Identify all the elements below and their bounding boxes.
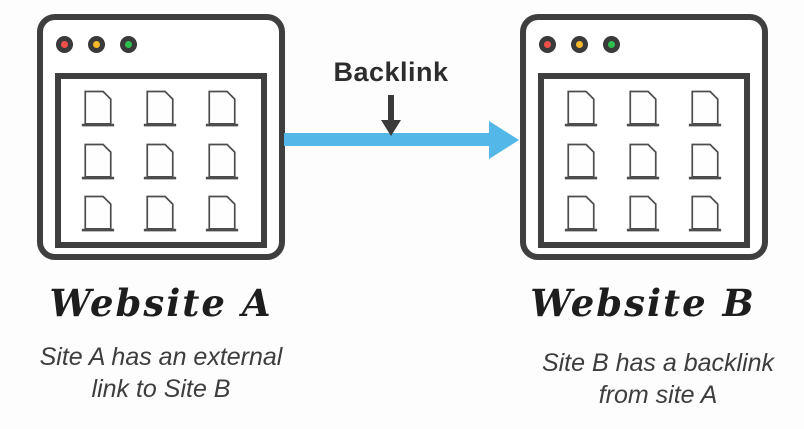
website-b-caption: Site B has a backlink from site A bbox=[512, 347, 804, 411]
page-icon bbox=[143, 87, 177, 130]
page-icon bbox=[205, 143, 239, 179]
page-icon bbox=[205, 90, 239, 127]
backlink-arrow-head-icon bbox=[489, 121, 519, 159]
page-icon bbox=[626, 195, 660, 232]
page-icon bbox=[626, 143, 660, 179]
traffic-lights bbox=[56, 36, 137, 53]
green-dot-icon bbox=[603, 36, 620, 53]
page-icon bbox=[564, 90, 598, 127]
page-icon bbox=[205, 192, 239, 235]
page-icon bbox=[688, 195, 722, 232]
page-icon bbox=[81, 90, 115, 127]
page-icon bbox=[564, 143, 598, 179]
website-a-window bbox=[37, 14, 285, 260]
down-arrow-icon bbox=[388, 95, 394, 121]
page-icon bbox=[564, 140, 598, 183]
page-icon bbox=[564, 87, 598, 130]
page-icon bbox=[205, 87, 239, 130]
page-icon bbox=[564, 192, 598, 235]
caption-line: Site B has a backlink bbox=[541, 349, 775, 377]
yellow-dot-icon bbox=[571, 36, 588, 53]
page-icon bbox=[564, 195, 598, 232]
traffic-lights bbox=[539, 36, 620, 53]
page-icon bbox=[81, 143, 115, 179]
page-icon bbox=[143, 192, 177, 235]
page-icon bbox=[626, 87, 660, 130]
page-icon bbox=[205, 140, 239, 183]
page-icon bbox=[143, 90, 177, 127]
caption-line: link to Site B bbox=[91, 375, 231, 403]
red-dot-icon bbox=[539, 36, 556, 53]
page-icon bbox=[688, 90, 722, 127]
page-icon bbox=[688, 87, 722, 130]
page-icon bbox=[143, 195, 177, 232]
website-a-title: Website A bbox=[49, 281, 273, 325]
backlink-label: Backlink bbox=[333, 57, 449, 87]
page-icon bbox=[81, 192, 115, 235]
green-dot-icon bbox=[120, 36, 137, 53]
page-icon bbox=[626, 90, 660, 127]
website-b-window bbox=[520, 14, 768, 260]
yellow-dot-icon bbox=[88, 36, 105, 53]
page-icon bbox=[81, 140, 115, 183]
page-icon bbox=[626, 140, 660, 183]
page-icon bbox=[688, 143, 722, 179]
page-icon bbox=[81, 195, 115, 232]
page-icon bbox=[143, 140, 177, 183]
caption-line: Site A has an external bbox=[39, 343, 283, 371]
page-icon bbox=[688, 140, 722, 183]
caption-line: from site A bbox=[598, 381, 718, 409]
down-arrow-head-icon bbox=[381, 120, 401, 136]
website-a-content-frame bbox=[55, 73, 267, 248]
page-icon bbox=[81, 87, 115, 130]
red-dot-icon bbox=[56, 36, 73, 53]
page-icon bbox=[688, 192, 722, 235]
website-a-caption: Site A has an external link to Site B bbox=[15, 341, 307, 405]
website-b-content-frame bbox=[538, 73, 750, 248]
page-icon bbox=[143, 143, 177, 179]
website-b-title: Website B bbox=[530, 281, 756, 325]
backlink-arrow-icon bbox=[284, 133, 492, 146]
page-icon bbox=[626, 192, 660, 235]
page-icon bbox=[205, 195, 239, 232]
